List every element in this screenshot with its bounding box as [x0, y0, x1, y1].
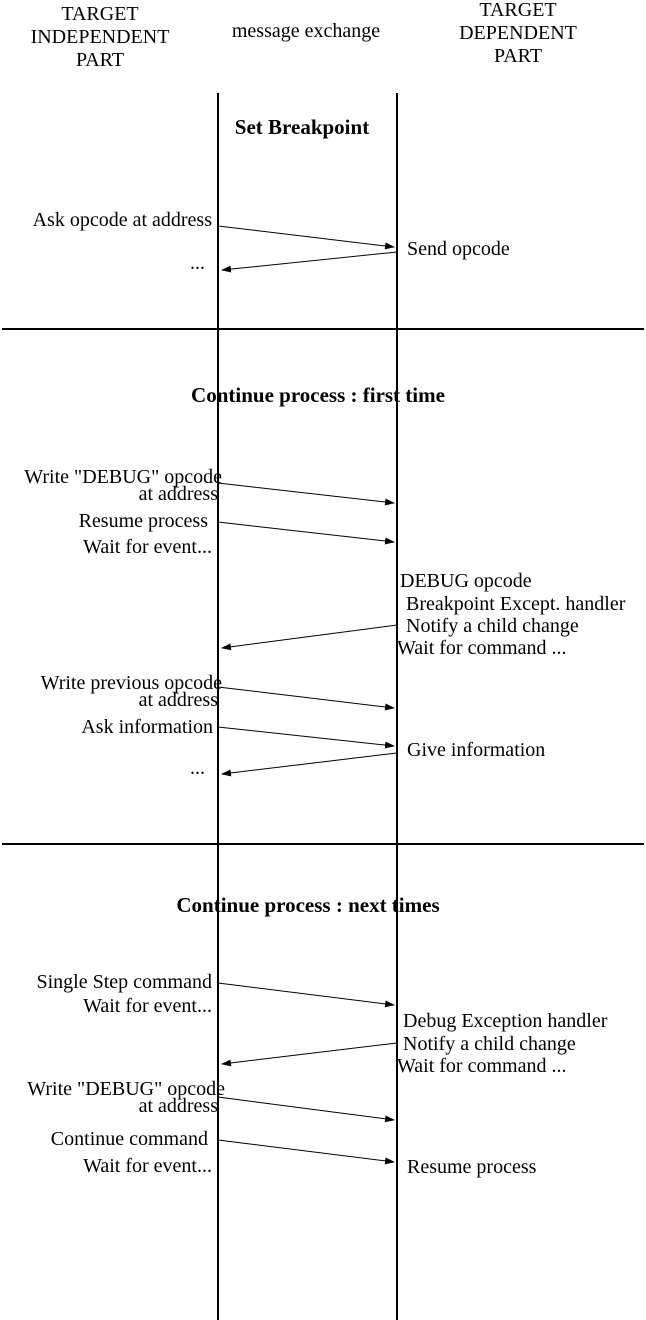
label-at-address-1: at address: [138, 483, 218, 505]
label-continue-command: Continue command: [50, 1128, 208, 1150]
label-notify-child-change-2: Notify a child change: [403, 1033, 576, 1055]
section-divider-1: [2, 328, 644, 330]
label-ellipsis-2: ...: [190, 757, 205, 779]
label-wait-for-event-3: Wait for event...: [83, 1155, 212, 1177]
message-arrow-independent-to-dependent: [217, 1096, 395, 1123]
label-debug-opcode: DEBUG opcode: [400, 570, 532, 592]
label-breakpoint-except-handler: Breakpoint Except. handler: [406, 593, 626, 615]
message-arrow-independent-to-dependent: [217, 521, 395, 545]
label-ask-opcode-at-address: Ask opcode at address: [32, 209, 212, 231]
label-write-previous-opcode: Write previous opcode: [40, 672, 222, 694]
message-arrow-independent-to-dependent: [217, 225, 395, 250]
left-column-title-line3: PART: [75, 49, 125, 71]
message-arrow-independent-to-dependent: [217, 1139, 395, 1165]
right-column-title-line1: TARGET: [479, 0, 557, 21]
right-column-title: TARGET DEPENDENT PART: [459, 0, 577, 68]
label-ask-information: Ask information: [81, 716, 213, 738]
message-arrow-independent-to-dependent: [217, 726, 395, 749]
message-arrow-independent-to-dependent: [217, 482, 395, 506]
section-divider-2: [2, 843, 644, 845]
label-send-opcode: Send opcode: [407, 238, 510, 260]
right-column-title-line2: DEPENDENT: [459, 22, 577, 44]
section-title-continue-next-times: Continue process : next times: [176, 893, 440, 917]
label-wait-for-command-2: Wait for command ...: [397, 1055, 567, 1077]
label-resume-process-command: Resume process: [78, 510, 208, 532]
message-arrow-dependent-to-independent: [221, 1042, 398, 1067]
label-resume-process-reply: Resume process: [407, 1156, 537, 1178]
label-write-debug-opcode-1: Write "DEBUG" opcode: [24, 466, 222, 488]
left-column-title-line2: INDEPENDENT: [30, 26, 170, 48]
message-arrow-dependent-to-independent: [221, 624, 398, 651]
right-column-title-line3: PART: [493, 45, 543, 67]
label-debug-exception-handler: Debug Exception handler: [403, 1010, 608, 1032]
label-write-debug-opcode-2: Write "DEBUG" opcode: [27, 1078, 225, 1100]
label-give-information: Give information: [407, 739, 546, 761]
label-at-address-2: at address: [138, 689, 218, 711]
message-arrow-dependent-to-independent: [221, 752, 398, 777]
section-title-set-breakpoint: Set Breakpoint: [234, 115, 370, 139]
label-single-step-command: Single Step command: [36, 971, 212, 993]
label-notify-child-change-1: Notify a child change: [406, 615, 579, 637]
center-column-title: message exchange: [231, 20, 381, 42]
left-column-title-line1: TARGET: [61, 3, 139, 25]
label-wait-for-event-2: Wait for event...: [83, 995, 212, 1017]
label-at-address-3: at address: [138, 1095, 218, 1117]
message-arrow-independent-to-dependent: [217, 686, 395, 711]
message-arrow-independent-to-dependent: [217, 982, 395, 1008]
message-arrow-dependent-to-independent: [221, 251, 398, 273]
lifeline-dependent: [396, 93, 398, 1320]
label-wait-for-command-1: Wait for command ...: [397, 637, 567, 659]
label-ellipsis-1: ...: [190, 252, 205, 274]
section-title-continue-first-time: Continue process : first time: [191, 383, 445, 407]
left-column-title: TARGET INDEPENDENT PART: [31, 3, 170, 72]
label-wait-for-event-1: Wait for event...: [83, 536, 212, 558]
